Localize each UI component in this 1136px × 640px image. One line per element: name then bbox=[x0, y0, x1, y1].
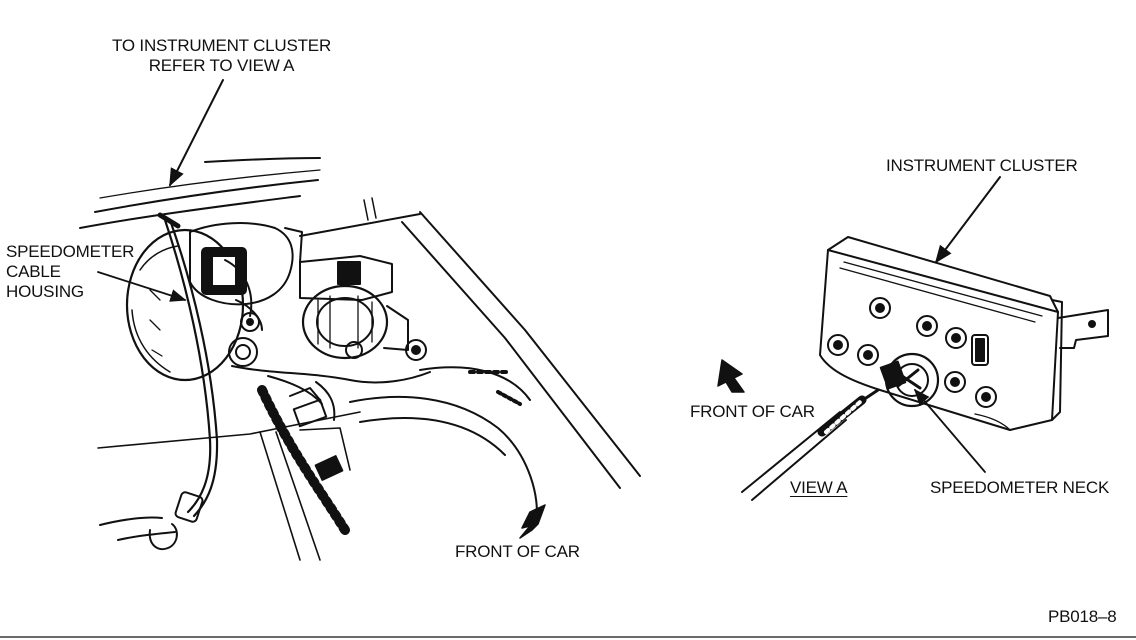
label-view-a: VIEW A bbox=[790, 478, 848, 497]
label-speedometer-cable-housing: SPEEDOMETER CABLE HOUSING bbox=[6, 242, 134, 302]
front-arrow-right bbox=[717, 359, 745, 393]
label-line: REFER TO VIEW A bbox=[148, 56, 295, 75]
label-to-instrument-cluster: TO INSTRUMENT CLUSTER REFER TO VIEW A bbox=[112, 36, 331, 76]
label-speedometer-neck: SPEEDOMETER NECK bbox=[930, 478, 1110, 497]
leader-to-cluster bbox=[169, 79, 224, 187]
front-arrow-bottom bbox=[519, 504, 546, 539]
leader-instrument-cluster bbox=[934, 176, 1001, 264]
label-line: CABLE bbox=[6, 262, 61, 281]
label-line: TO INSTRUMENT CLUSTER bbox=[112, 36, 332, 55]
leader-speedometer-neck bbox=[913, 388, 986, 473]
leader-cable-housing bbox=[97, 271, 187, 302]
label-instrument-cluster: INSTRUMENT CLUSTER bbox=[886, 156, 1078, 175]
label-line: HOUSING bbox=[6, 282, 84, 301]
figure-code: PB018–8 bbox=[1048, 607, 1117, 626]
engine-compartment-drawing bbox=[79, 157, 641, 561]
label-front-of-car-right: FRONT OF CAR bbox=[690, 402, 815, 421]
label-line: SPEEDOMETER bbox=[6, 242, 135, 261]
label-front-of-car-bottom: FRONT OF CAR bbox=[455, 542, 580, 561]
instrument-cluster-drawing bbox=[741, 236, 1109, 501]
